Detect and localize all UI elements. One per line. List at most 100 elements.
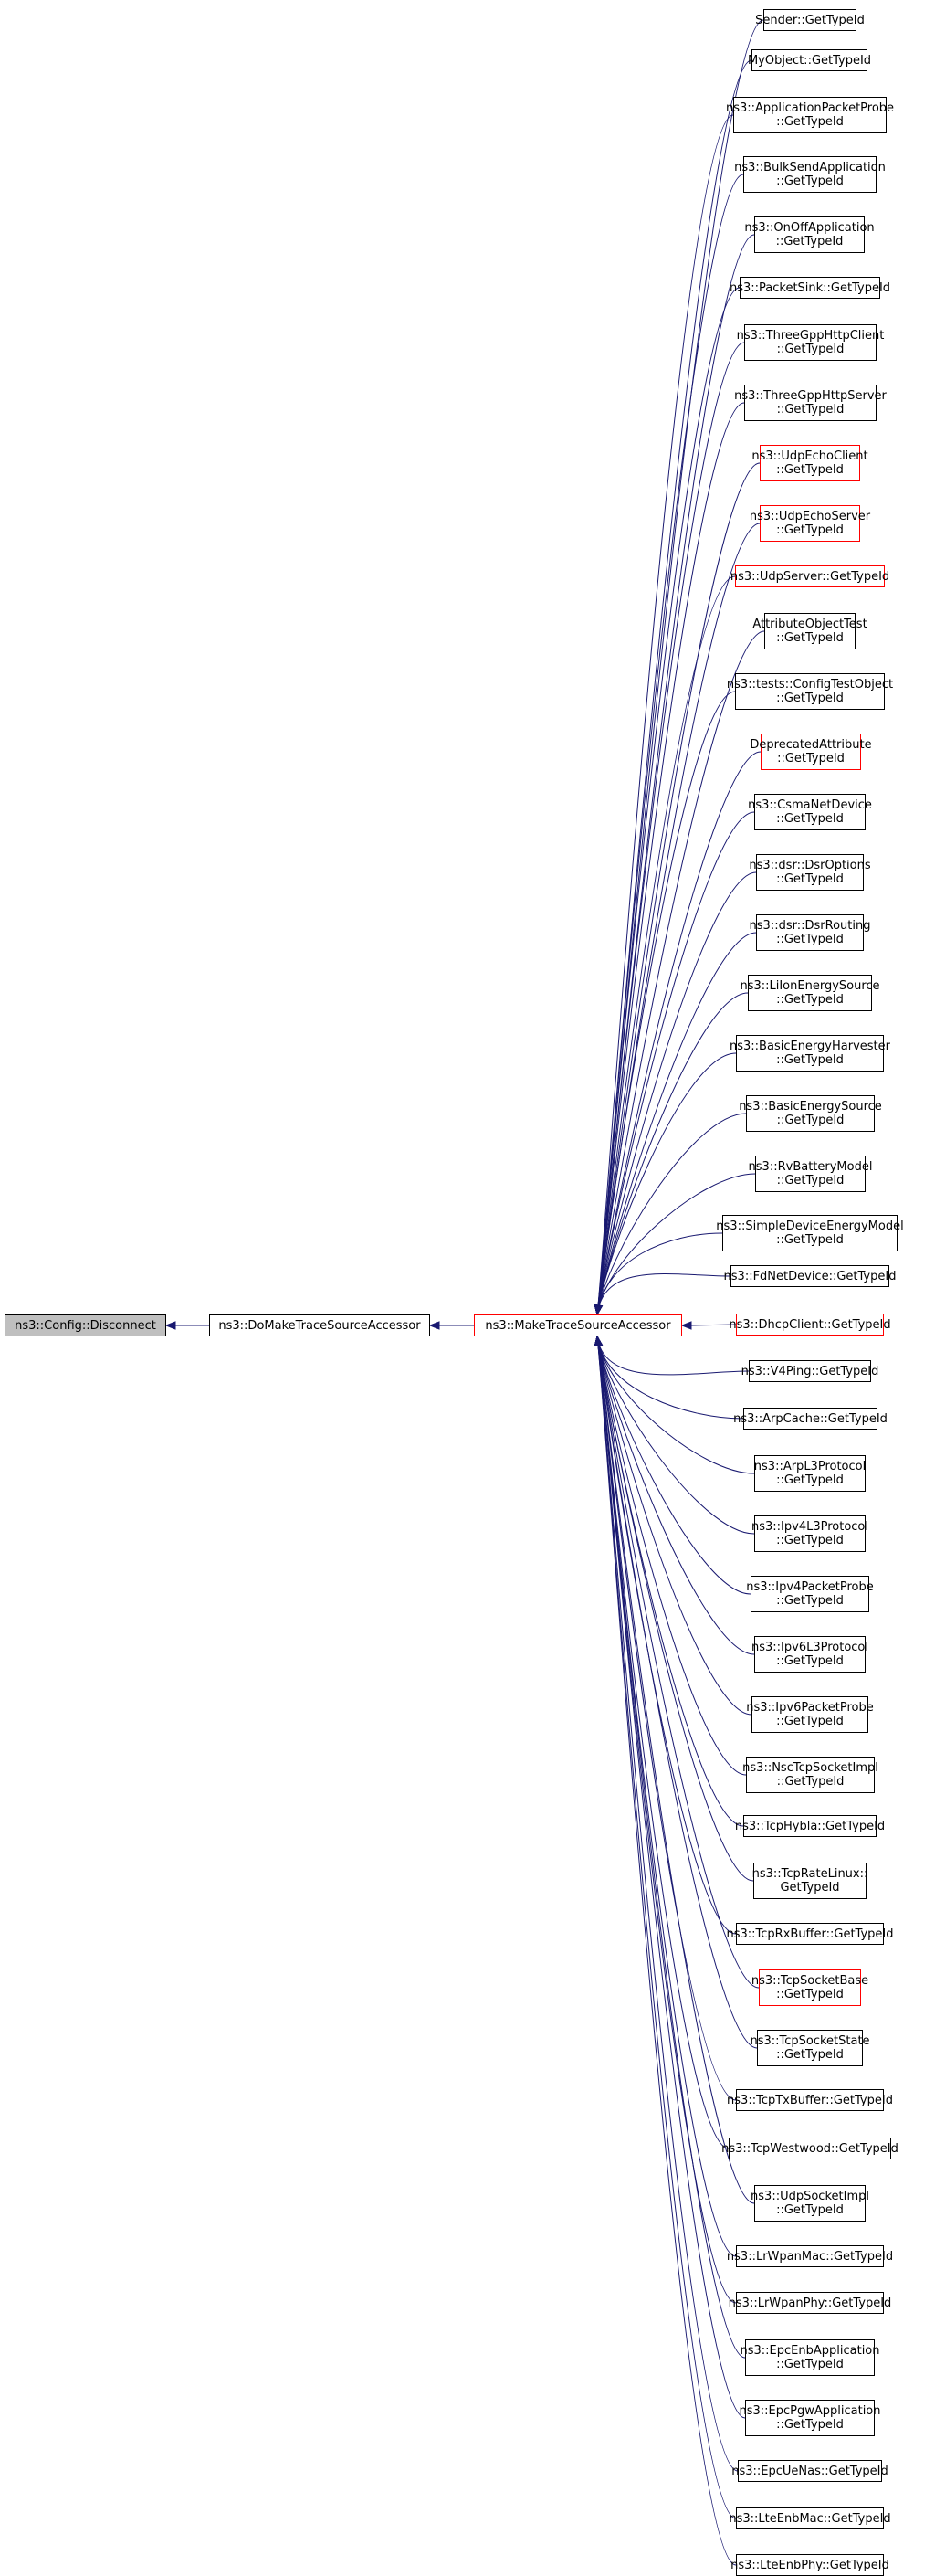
arrowhead (164, 1321, 176, 1330)
edge-ns3-simpledeviceenergymodel-gettypeid (596, 1232, 723, 1315)
node-ns3-arpl3protocol-gettypeid[interactable]: ns3::ArpL3Protocol::GetTypeId (754, 1455, 866, 1492)
node-ns3-csmanetdevice-gettypeid[interactable]: ns3::CsmaNetDevice::GetTypeId (748, 794, 872, 830)
node-ns3-tcpsocketstate-gettypeid[interactable]: ns3::TcpSocketState::GetTypeId (750, 2030, 870, 2066)
node-ns3-lrwpanmac-gettypeid[interactable]: ns3::LrWpanMac::GetTypeId (727, 2245, 893, 2267)
node-label: ns3::EpcPgwApplication::GetTypeId (739, 2404, 881, 2432)
edge-ns3-ipv6packetprobe-gettypeid (596, 1336, 752, 1716)
node-ns3-basicenergyharvester-gettypeid[interactable]: ns3::BasicEnergyHarvester::GetTypeId (730, 1035, 890, 1072)
node-ns3-dsr-dsrrouting-gettypeid[interactable]: ns3::dsr::DsrRouting::GetTypeId (750, 914, 870, 951)
edge-ns3-threegpphttpserver-gettypeid (596, 402, 745, 1315)
edge-ns3-fdnetdevice-gettypeid (596, 1273, 731, 1315)
node-deprecatedattribute-gettypeid[interactable]: DeprecatedAttribute::GetTypeId (750, 734, 872, 770)
node-ns3-simpledeviceenergymodel-gettypeid[interactable]: ns3::SimpleDeviceEnergyModel::GetTypeId (716, 1215, 904, 1251)
edge-attributeobjecttest-gettypeid (596, 630, 765, 1315)
node-ns3-udpserver-gettypeid[interactable]: ns3::UdpServer::GetTypeId (730, 565, 889, 587)
edge-ns3-tcpsocketstate-gettypeid (596, 1336, 758, 2049)
node-label: ns3::DoMakeTraceSourceAccessor (218, 1318, 421, 1333)
node-make-trace-source-accessor[interactable]: ns3::MakeTraceSourceAccessor (474, 1314, 682, 1336)
node-label: ns3::EpcUeNas::GetTypeId (731, 2464, 888, 2478)
node-label: ns3::TcpWestwood::GetTypeId (721, 2141, 898, 2156)
node-label: ns3::ArpCache::GetTypeId (733, 1411, 888, 1426)
node-ns3-tcprxbuffer-gettypeid[interactable]: ns3::TcpRxBuffer::GetTypeId (727, 1923, 894, 1945)
node-sender-gettypeid[interactable]: Sender::GetTypeId (755, 9, 865, 31)
node-label: ns3::OnOffApplication::GetTypeId (744, 221, 875, 248)
node-ns3-epcuenas-gettypeid[interactable]: ns3::EpcUeNas::GetTypeId (731, 2460, 888, 2482)
node-ns3-bulksendapplication-gettypeid[interactable]: ns3::BulkSendApplication::GetTypeId (734, 156, 886, 193)
node-ns3-tcpsocketbase-gettypeid[interactable]: ns3::TcpSocketBase::GetTypeId (751, 1969, 868, 2006)
edge-ns3-udpsocketimpl-gettypeid (596, 1336, 755, 2204)
node-label: ns3::MakeTraceSourceAccessor (485, 1318, 671, 1333)
node-ns3-lrwpanphy-gettypeid[interactable]: ns3::LrWpanPhy::GetTypeId (729, 2292, 891, 2314)
node-ns3-fdnetdevice-gettypeid[interactable]: ns3::FdNetDevice::GetTypeId (724, 1265, 896, 1287)
node-ns3-applicationpacketprobe-gettypeid[interactable]: ns3::ApplicationPacketProbe::GetTypeId (726, 97, 894, 133)
node-ns3-ipv4packetprobe-gettypeid[interactable]: ns3::Ipv4PacketProbe::GetTypeId (746, 1576, 874, 1612)
edge-ns3-lteenbphy-gettypeid (596, 1336, 737, 2566)
node-label: ns3::TcpRxBuffer::GetTypeId (726, 1927, 894, 1941)
node-label: MyObject::GetTypeId (747, 53, 872, 68)
edge-ns3-packetsink-gettypeid (596, 287, 741, 1315)
arrowhead (594, 1304, 604, 1316)
node-do-make-trace-source-accessor[interactable]: ns3::DoMakeTraceSourceAccessor (209, 1314, 430, 1336)
edge-ns3-ipv4packetprobe-gettypeid (596, 1336, 751, 1595)
node-ns3-threegpphttpclient-gettypeid[interactable]: ns3::ThreeGppHttpClient::GetTypeId (737, 324, 884, 361)
node-ns3-v4ping-gettypeid[interactable]: ns3::V4Ping::GetTypeId (741, 1360, 878, 1382)
node-label: ns3::ApplicationPacketProbe::GetTypeId (725, 101, 895, 129)
node-attributeobjecttest-gettypeid[interactable]: AttributeObjectTest::GetTypeId (752, 613, 867, 649)
node-ns3-dhcpclient-gettypeid[interactable]: ns3::DhcpClient::GetTypeId (729, 1314, 891, 1336)
node-label: ns3::LrWpanPhy::GetTypeId (728, 2296, 892, 2310)
node-label: ns3::TcpTxBuffer::GetTypeId (727, 2093, 893, 2107)
node-label: ns3::CsmaNetDevice::GetTypeId (748, 798, 872, 826)
node-label: ns3::LteEnbPhy::GetTypeId (730, 2558, 889, 2572)
node-ns3-liionenergysource-gettypeid[interactable]: ns3::LiIonEnergySource::GetTypeId (740, 975, 880, 1011)
node-ns3-ipv6packetprobe-gettypeid[interactable]: ns3::Ipv6PacketProbe::GetTypeId (746, 1696, 874, 1733)
node-ns3-udpsocketimpl-gettypeid[interactable]: ns3::UdpSocketImpl::GetTypeId (751, 2185, 869, 2222)
node-label: AttributeObjectTest::GetTypeId (752, 618, 867, 645)
node-ns3-basicenergysource-gettypeid[interactable]: ns3::BasicEnergySource::GetTypeId (739, 1095, 882, 1132)
node-label: ns3::LiIonEnergySource::GetTypeId (740, 979, 880, 1007)
node-label: ns3::DhcpClient::GetTypeId (729, 1317, 891, 1332)
node-ns3-tcptxbuffer-gettypeid[interactable]: ns3::TcpTxBuffer::GetTypeId (727, 2089, 893, 2111)
node-ns3-arpcache-gettypeid[interactable]: ns3::ArpCache::GetTypeId (733, 1408, 888, 1430)
node-ns3-packetsink-gettypeid[interactable]: ns3::PacketSink::GetTypeId (730, 277, 890, 299)
node-ns3-lteenbmac-gettypeid[interactable]: ns3::LteEnbMac::GetTypeId (729, 2507, 891, 2529)
node-label: ns3::LrWpanMac::GetTypeId (726, 2249, 894, 2264)
node-myobject-gettypeid[interactable]: MyObject::GetTypeId (748, 49, 871, 71)
node-ns3-epcenbapplication-gettypeid[interactable]: ns3::EpcEnbApplication::GetTypeId (741, 2339, 880, 2376)
node-ns3-nsctcpsocketimpl-gettypeid[interactable]: ns3::NscTcpSocketImpl::GetTypeId (742, 1757, 878, 1793)
edge-ns3-tests-configtestobject-gettypeid (596, 691, 736, 1315)
edge-ns3-basicenergysource-gettypeid (596, 1113, 747, 1315)
node-ns3-dsr-dsroptions-gettypeid[interactable]: ns3::dsr::DsrOptions::GetTypeId (749, 854, 871, 891)
node-ns3-udpechoserver-gettypeid[interactable]: ns3::UdpEchoServer::GetTypeId (750, 505, 870, 542)
node-label: ns3::NscTcpSocketImpl::GetTypeId (742, 1761, 878, 1789)
node-label: ns3::TcpHybla::GetTypeId (734, 1819, 886, 1833)
node-label: DeprecatedAttribute::GetTypeId (750, 738, 872, 765)
node-ns3-rvbatterymodel-gettypeid[interactable]: ns3::RvBatteryModel::GetTypeId (749, 1156, 872, 1192)
arrowhead (594, 1335, 604, 1347)
node-ns3-tcphybla-gettypeid[interactable]: ns3::TcpHybla::GetTypeId (735, 1815, 885, 1837)
node-label: ns3::RvBatteryModel::GetTypeId (748, 1160, 873, 1188)
node-ns3-threegpphttpserver-gettypeid[interactable]: ns3::ThreeGppHttpServer::GetTypeId (734, 385, 887, 421)
node-label: ns3::UdpSocketImpl::GetTypeId (751, 2190, 869, 2217)
edge-ns3-udpechoserver-gettypeid (596, 523, 761, 1315)
node-label: ns3::Ipv6PacketProbe::GetTypeId (746, 1701, 874, 1728)
node-ns3-epcpgwapplication-gettypeid[interactable]: ns3::EpcPgwApplication::GetTypeId (739, 2400, 881, 2436)
edge-ns3-csmanetdevice-gettypeid (596, 811, 755, 1315)
node-ns3-tcpratelinux-gettypeid[interactable]: ns3::TcpRateLinux::GetTypeId (752, 1863, 867, 1899)
edge-ns3-dsr-dsroptions-gettypeid (596, 871, 757, 1315)
node-ns3-onoffapplication-gettypeid[interactable]: ns3::OnOffApplication::GetTypeId (744, 216, 875, 253)
node-label: ns3::tests::ConfigTestObject::GetTypeId (726, 678, 894, 705)
node-label: ns3::TcpSocketBase::GetTypeId (751, 1974, 869, 2001)
node-ns3-ipv4l3protocol-gettypeid[interactable]: ns3::Ipv4L3Protocol::GetTypeId (751, 1515, 868, 1552)
node-label: ns3::dsr::DsrOptions::GetTypeId (749, 859, 871, 886)
node-ns3-tcpwestwood-gettypeid[interactable]: ns3::TcpWestwood::GetTypeId (721, 2138, 898, 2159)
node-label: ns3::UdpServer::GetTypeId (730, 569, 890, 584)
node-ns3-tests-configtestobject-gettypeid[interactable]: ns3::tests::ConfigTestObject::GetTypeId (727, 673, 893, 710)
arrowhead (428, 1321, 440, 1330)
node-ns3-ipv6l3protocol-gettypeid[interactable]: ns3::Ipv6L3Protocol::GetTypeId (751, 1636, 868, 1673)
edge-ns3-arpcache-gettypeid (596, 1336, 744, 1420)
node-ns3-lteenbphy-gettypeid[interactable]: ns3::LteEnbPhy::GetTypeId (730, 2554, 889, 2576)
node-ns3-udpechoclient-gettypeid[interactable]: ns3::UdpEchoClient::GetTypeId (751, 445, 868, 481)
edge-ns3-v4ping-gettypeid (596, 1336, 750, 1376)
